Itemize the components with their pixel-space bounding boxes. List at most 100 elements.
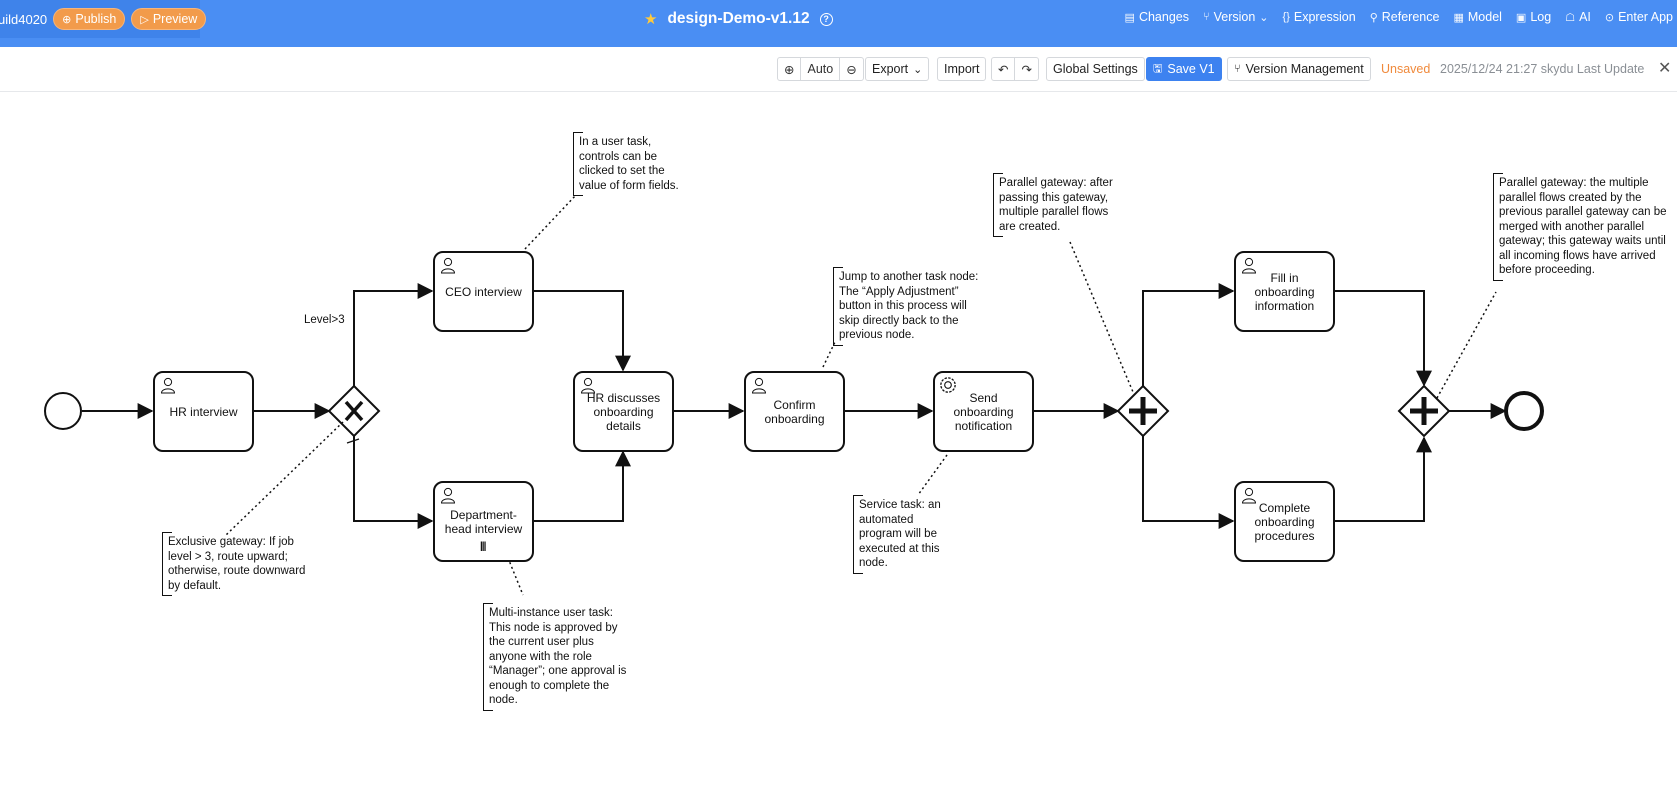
- menu-model[interactable]: ▦Model: [1453, 10, 1501, 24]
- publish-button[interactable]: ⊕ Publish: [53, 8, 126, 30]
- diagram-edges: [44, 194, 1544, 596]
- task-fill-information[interactable]: Fill in onboarding information: [1234, 251, 1335, 332]
- gear-icon: [940, 377, 956, 393]
- menu-log[interactable]: ▣Log: [1516, 10, 1551, 24]
- zoom-auto-button[interactable]: Auto: [801, 58, 841, 80]
- menu-enter-app[interactable]: ⊙Enter App: [1605, 10, 1673, 24]
- zoom-controls: ⊕ Auto ⊖: [777, 57, 864, 81]
- annotation-parallel-join[interactable]: Parallel gateway: the multiple parallel …: [1493, 173, 1673, 280]
- user-task-icon: [580, 377, 596, 394]
- ai-icon: ☖: [1565, 11, 1576, 24]
- flow-split-fill[interactable]: [1142, 283, 1235, 386]
- publish-icon: ⊕: [62, 13, 72, 26]
- menu-label: Expression: [1293, 10, 1356, 24]
- task-ceo-interview[interactable]: CEO interview: [433, 251, 534, 332]
- menu-label: Model: [1467, 10, 1502, 24]
- task-hr-discusses[interactable]: HR discusses onboarding details: [573, 371, 674, 452]
- save-status: Unsaved: [1381, 62, 1431, 76]
- app-header: uild4020 ⊕ Publish ▷ Preview ★ design-De…: [0, 0, 1677, 47]
- preview-button[interactable]: ▷ Preview: [131, 8, 207, 30]
- task-label: Department-head interview: [444, 507, 523, 536]
- close-icon[interactable]: ✕: [1658, 60, 1672, 77]
- associations: [225, 194, 1497, 596]
- parallel-gateway-split[interactable]: [1116, 384, 1170, 438]
- task-send-notification[interactable]: Send onboarding notification: [933, 371, 1034, 452]
- star-icon[interactable]: ★: [644, 11, 658, 28]
- last-update-text: 2025/12/24 21:27 skydu Last Update: [1440, 62, 1645, 76]
- user-task-icon: [440, 257, 456, 274]
- task-confirm-onboarding[interactable]: Confirm onboarding: [744, 371, 845, 452]
- flow-fill-join[interactable]: [1335, 290, 1432, 387]
- annotation-jump[interactable]: Jump to another task node: The “Apply Ad…: [833, 267, 983, 345]
- flow-ceo-discuss[interactable]: [534, 290, 631, 372]
- flow-split-complete[interactable]: [1142, 436, 1235, 529]
- header-menu: ▤Changes ⑂Version⌄ {}Expression ⚲Referen…: [1125, 10, 1677, 24]
- user-task-icon: [1241, 257, 1257, 274]
- task-complete-procedures[interactable]: Complete onboarding procedures: [1234, 481, 1335, 562]
- import-button[interactable]: Import: [937, 57, 987, 81]
- undo-redo-controls: ↶ ↷: [991, 57, 1039, 81]
- annotation-service-task[interactable]: Service task: an automated program will …: [853, 495, 958, 573]
- model-icon: ▦: [1453, 11, 1464, 24]
- flow-condition-label: Level>3: [304, 314, 345, 326]
- redo-button[interactable]: ↷: [1015, 58, 1037, 80]
- user-task-icon: [160, 377, 176, 394]
- annotation-exclusive-gateway[interactable]: Exclusive gateway: If job level > 3, rou…: [162, 532, 307, 596]
- menu-label: Enter App: [1618, 10, 1673, 24]
- version-management-button[interactable]: ⑂ Version Management: [1227, 57, 1371, 81]
- undo-button[interactable]: ↶: [992, 58, 1016, 80]
- user-task-icon: [1241, 487, 1257, 504]
- annotation-multi-instance[interactable]: Multi-instance user task: This node is a…: [483, 603, 633, 710]
- task-label: CEO interview: [445, 284, 522, 299]
- start-event[interactable]: [44, 392, 82, 430]
- save-label: Save V1: [1167, 62, 1215, 76]
- annotation-parallel-split[interactable]: Parallel gateway: after passing this gat…: [993, 173, 1123, 237]
- menu-label: Changes: [1138, 10, 1189, 24]
- save-button[interactable]: 🖫 Save V1: [1146, 57, 1222, 81]
- parallel-gateway-join[interactable]: [1397, 384, 1451, 438]
- version-management-label: Version Management: [1245, 62, 1364, 76]
- user-task-icon: [751, 377, 767, 394]
- flow-gateway-dept[interactable]: [353, 436, 434, 529]
- chevron-down-icon: ⌄: [913, 63, 923, 76]
- global-settings-button[interactable]: Global Settings: [1046, 57, 1145, 81]
- flow-gateway-ceo[interactable]: [353, 283, 434, 386]
- menu-label: Version: [1213, 10, 1256, 24]
- zoom-in-icon: ⊕: [784, 62, 795, 77]
- task-label: Complete onboarding procedures: [1254, 500, 1315, 543]
- annotation-user-task[interactable]: In a user task, controls can be clicked …: [573, 132, 693, 196]
- menu-reference[interactable]: ⚲Reference: [1370, 10, 1440, 24]
- menu-label: Log: [1530, 10, 1552, 24]
- task-label: HR interview: [169, 404, 238, 419]
- app-title: design-Demo-v1.12: [667, 10, 810, 27]
- menu-changes[interactable]: ▤Changes: [1125, 10, 1189, 24]
- braces-icon: {}: [1282, 11, 1290, 23]
- changes-icon: ▤: [1124, 11, 1135, 24]
- branch-icon: ⑂: [1234, 63, 1241, 75]
- menu-version[interactable]: ⑂Version⌄: [1203, 10, 1269, 24]
- menu-expression[interactable]: {}Expression: [1283, 10, 1356, 24]
- enter-icon: ⊙: [1604, 11, 1615, 24]
- designer-toolbar: ⊕ Auto ⊖ Export ⌄ Import ↶ ↷ Global Sett…: [0, 47, 1677, 92]
- bpmn-canvas[interactable]: Level>3 HR interview CEO interview Depar…: [0, 92, 1677, 790]
- menu-label: AI: [1579, 10, 1591, 24]
- task-label: HR discusses onboarding details: [586, 390, 661, 433]
- end-event[interactable]: [1504, 391, 1544, 431]
- flow-dept-discuss[interactable]: [534, 450, 631, 522]
- preview-label: Preview: [152, 12, 198, 26]
- menu-ai[interactable]: ☖AI: [1565, 10, 1591, 24]
- export-dropdown[interactable]: Export ⌄: [865, 57, 930, 81]
- header-left-actions: uild4020 ⊕ Publish ▷ Preview: [0, 0, 207, 38]
- export-label: Export: [872, 62, 909, 76]
- zoom-in-button[interactable]: ⊕: [778, 58, 802, 80]
- exclusive-gateway[interactable]: [327, 384, 381, 438]
- zoom-out-button[interactable]: ⊖: [840, 58, 862, 80]
- task-department-head-interview[interactable]: Department-head interview |||: [433, 481, 534, 562]
- flow-complete-join[interactable]: [1335, 436, 1432, 522]
- task-label: Send onboarding notification: [953, 390, 1014, 433]
- save-icon: 🖫: [1153, 62, 1163, 75]
- help-icon[interactable]: ?: [819, 12, 833, 26]
- app-title-area: ★ design-Demo-v1.12 ?: [644, 10, 833, 28]
- task-hr-interview[interactable]: HR interview: [153, 371, 254, 452]
- default-flow-marker: [346, 438, 360, 444]
